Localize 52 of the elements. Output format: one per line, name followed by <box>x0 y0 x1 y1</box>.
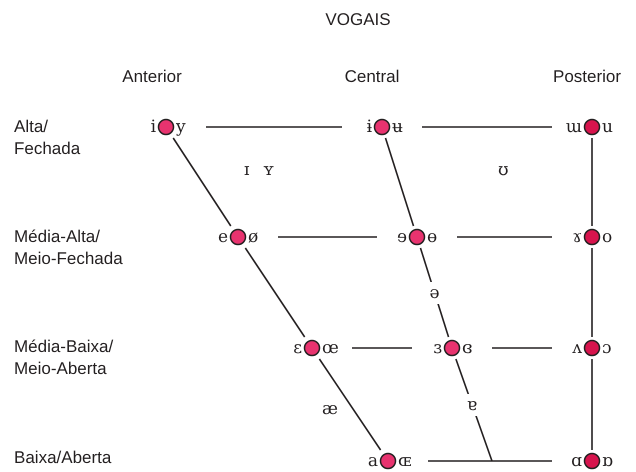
chart-line <box>457 236 552 238</box>
chart-line <box>428 460 552 462</box>
chart-title: VOGAIS <box>324 10 392 30</box>
chart-line <box>206 126 342 128</box>
vowel-symbol: ɵ <box>427 226 438 248</box>
chart-line <box>172 138 232 226</box>
chart-line <box>352 347 412 349</box>
vowel-symbol: œ <box>322 337 340 359</box>
vowel-symbol: ɨ <box>366 116 372 138</box>
chart-line <box>591 248 593 337</box>
vowel-symbol: ə <box>427 282 442 304</box>
vowel-symbol: ɘ <box>396 226 407 248</box>
vowel-symbol: æ <box>322 398 339 420</box>
vowel-symbol: y <box>176 116 187 138</box>
vowel-symbol: ɒ <box>602 450 614 472</box>
column-header: Anterior <box>121 66 183 88</box>
vowel-symbol: ɞ <box>462 337 474 359</box>
vowel-symbol: ɪ <box>244 159 250 181</box>
row-label: Alta/ Fechada <box>14 116 82 160</box>
vowel-symbol: u <box>602 116 614 138</box>
vowel-symbol: ʉ <box>392 116 404 138</box>
chart-line <box>492 347 552 349</box>
column-header: Posterior <box>552 66 622 88</box>
vowel-symbol: i <box>150 116 156 138</box>
vowel-symbol: ɐ <box>464 394 480 416</box>
column-header: Central <box>344 66 400 88</box>
chart-line <box>420 248 450 338</box>
row-label: Baixa/Aberta <box>14 447 112 469</box>
vowel-symbol: ɑ <box>570 450 582 472</box>
chart-line <box>422 126 552 128</box>
chart-line <box>591 138 593 226</box>
row-label: Média-Alta/ Meio-Fechada <box>14 226 124 270</box>
chart-line <box>455 358 493 462</box>
vowel-symbol: ʌ <box>571 337 582 359</box>
vowel-symbol: ɛ <box>292 337 302 359</box>
chart-line <box>384 138 414 226</box>
vowel-symbol: e <box>216 226 228 248</box>
vowel-symbol: ɤ <box>571 226 582 248</box>
vowel-symbol: ø <box>248 226 260 248</box>
chart-line <box>278 236 377 238</box>
vowel-symbol: o <box>602 226 614 248</box>
vowel-symbol: a <box>366 450 378 472</box>
vowel-symbol: ʊ <box>498 159 510 181</box>
vowel-symbol: ɶ <box>398 450 412 472</box>
chart-line <box>244 248 306 338</box>
vowel-symbol: ɜ <box>432 337 442 359</box>
row-label: Média-Baixa/ Meio-Aberta <box>14 336 114 380</box>
vowel-symbol: ɔ <box>602 337 613 359</box>
vowel-symbol: ʏ <box>263 159 276 181</box>
chart-line <box>318 358 382 450</box>
vowel-symbol: ɯ <box>564 116 582 138</box>
chart-line <box>591 359 593 450</box>
